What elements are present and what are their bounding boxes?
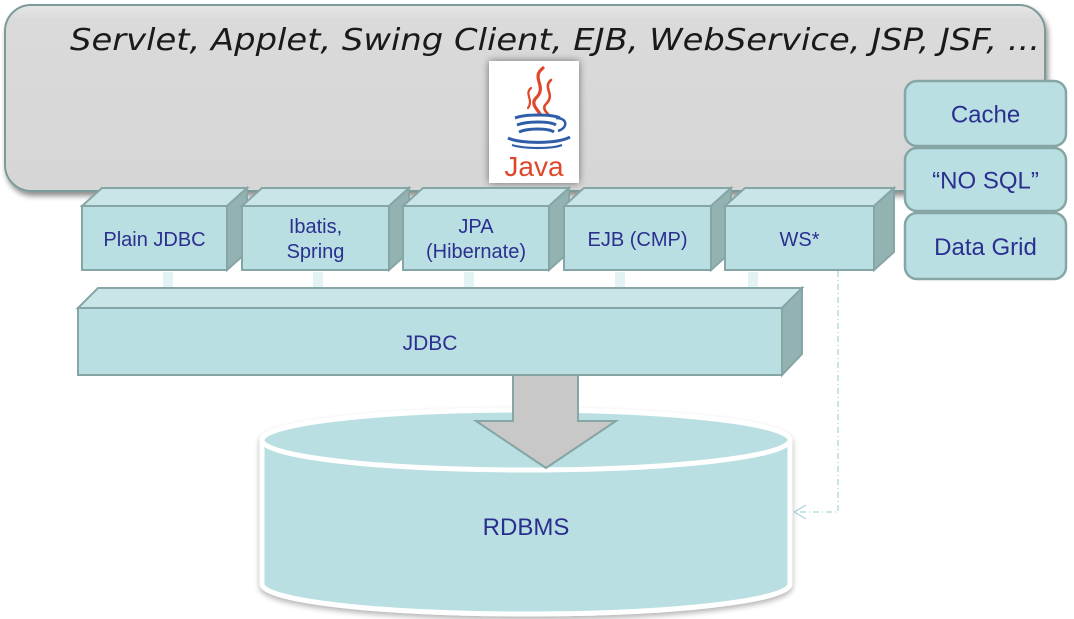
framework-box-front [241, 205, 390, 271]
framework-box: WS* [722, 185, 897, 273]
side-stack-item: Data Grid [903, 211, 1068, 281]
java-coffee-cup-icon [507, 66, 571, 150]
framework-box: Plain JDBC [79, 185, 250, 273]
framework-label: JPA [458, 216, 494, 238]
jdbc-top-face [75, 287, 805, 309]
connector-arrowhead-icon [792, 504, 807, 520]
framework-label: Ibatis, [289, 216, 342, 238]
java-logo: Java [489, 61, 579, 183]
framework-box-front [81, 205, 228, 271]
framework-box-front [563, 205, 712, 271]
framework-box-top [722, 187, 897, 207]
ws-to-rdbms-connector [792, 271, 839, 520]
framework-label: (Hibernate) [426, 241, 526, 263]
framework-label: Plain JDBC [103, 229, 205, 251]
java-logo-text: Java [504, 151, 564, 182]
framework-row: Plain JDBC Ibatis, Spring JPA (Hibernate) EJB… [79, 185, 897, 273]
cylinder-body [259, 437, 793, 617]
side-stack-item: Cache [903, 79, 1068, 148]
framework-box-front [724, 205, 875, 271]
dashed-connector-line [796, 271, 839, 513]
framework-box-front [402, 205, 550, 271]
framework-box-top [239, 187, 412, 207]
side-stack-label: Cache [951, 102, 1020, 129]
side-stack: Cache “NO SQL” Data Grid [903, 79, 1068, 281]
framework-label: Spring [287, 241, 345, 263]
side-stack-box [903, 146, 1068, 213]
rdbms-label: RDBMS [483, 514, 570, 541]
framework-box: Ibatis, Spring [239, 185, 412, 273]
framework-box-top [79, 187, 250, 207]
side-stack-box [903, 79, 1068, 148]
client-technologies-text: Servlet, Applet, Swing Client, EJB, WebS… [70, 23, 1040, 58]
framework-box-top [400, 187, 572, 207]
framework-label: WS* [780, 229, 820, 251]
side-stack-item: “NO SQL” [903, 146, 1068, 213]
side-stack-box [903, 211, 1068, 281]
jdbc-label: JDBC [403, 332, 458, 355]
framework-box-top [561, 187, 734, 207]
framework-box: JPA (Hibernate) [400, 185, 572, 273]
framework-box: EJB (CMP) [561, 185, 734, 273]
jdbc-front-face [77, 307, 783, 376]
side-stack-label: Data Grid [934, 234, 1037, 261]
framework-label: EJB (CMP) [588, 229, 688, 251]
side-stack-label: “NO SQL” [932, 168, 1039, 195]
jdbc-layer: JDBC [75, 285, 805, 378]
jdbc-to-rdbms-arrow [472, 374, 620, 470]
